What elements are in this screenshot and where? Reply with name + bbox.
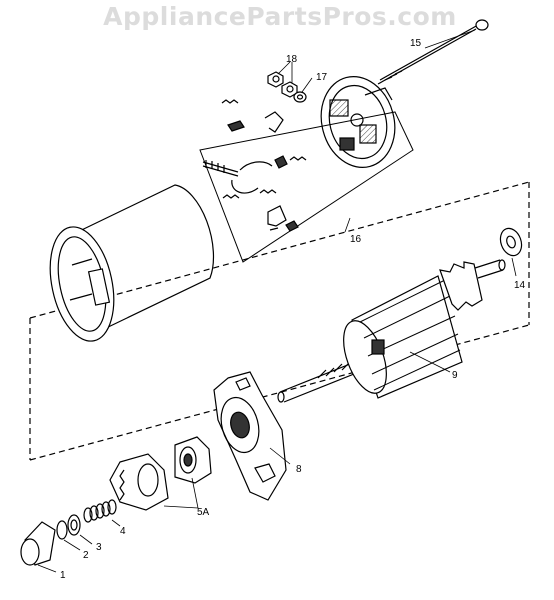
motor-housing-frame: [49, 184, 215, 342]
callout-16: 16: [350, 234, 362, 245]
brush-end-cap-part-16: [320, 76, 396, 168]
brush-springs: [221, 99, 307, 199]
callout-2: 2: [83, 550, 89, 561]
callout-14: 14: [514, 280, 526, 291]
washer-part-17: [293, 91, 307, 103]
dashed-assembly-outline: [29, 181, 530, 461]
callout-18: 18: [286, 54, 298, 65]
spring-part-4: [83, 499, 117, 523]
callout-8: 8: [296, 464, 302, 475]
callout-15: 15: [410, 38, 422, 49]
terminal-stud: [202, 160, 239, 177]
armature-part-9: [277, 259, 506, 403]
drive-end-housing-part-8: [213, 371, 287, 501]
brush-holders: [227, 111, 299, 232]
through-bolt-part-15: [377, 19, 489, 85]
callout-5a: 5A: [197, 507, 210, 518]
collar-part-3: [67, 514, 81, 536]
callout-4: 4: [120, 526, 126, 537]
dust-cover-part-1: [20, 521, 56, 566]
drive-assembly-part-5a: [109, 436, 212, 511]
callout-9: 9: [452, 370, 458, 381]
brush-group-outline: [199, 111, 414, 263]
nuts-part-18: [267, 71, 298, 98]
callout-3: 3: [96, 542, 102, 553]
retaining-ring-part-2: [56, 520, 68, 540]
watermark: AppliancePartsPros.com: [103, 2, 457, 31]
callout-17: 17: [316, 72, 328, 83]
washer-part-14: [499, 227, 523, 257]
leader-lines: [37, 29, 517, 573]
callout-1: 1: [60, 570, 66, 581]
